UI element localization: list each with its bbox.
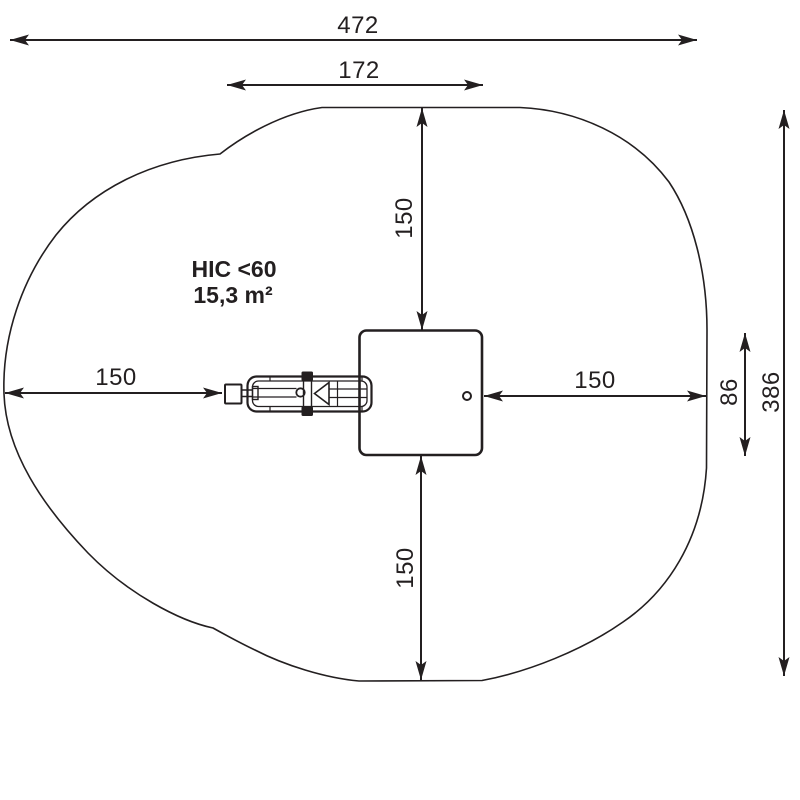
svg-text:472: 472	[337, 12, 379, 39]
equipment-pivot-circle	[295, 387, 306, 398]
svg-text:386: 386	[758, 371, 785, 413]
platform-post-hole	[462, 391, 472, 401]
safety-zone-outline	[3, 106, 708, 682]
equipment-seat-triangle	[313, 380, 330, 407]
svg-text:172: 172	[338, 57, 380, 84]
svg-text:150: 150	[392, 547, 419, 589]
equipment-head	[224, 383, 243, 405]
svg-text:150: 150	[95, 364, 137, 391]
equipment-body-inner	[251, 380, 368, 408]
hic-label: HIC <60	[191, 256, 276, 282]
dim-right-clearance: 150	[484, 367, 706, 402]
equipment-edge-ticks	[269, 376, 363, 412]
svg-text:150: 150	[391, 197, 418, 239]
dim-platform-offset: 86	[716, 333, 751, 456]
dim-equipment-width: 172	[227, 57, 483, 91]
equipment-right-channel	[329, 388, 367, 399]
dim-total-height: 386	[758, 110, 790, 676]
platform-square	[358, 329, 484, 457]
dim-bottom-clearance: 150	[392, 456, 427, 680]
dim-total-width: 472	[10, 12, 697, 46]
equipment-left-channel	[253, 387, 297, 398]
equipment-clamp-top	[301, 371, 313, 381]
equipment-top-view	[224, 371, 373, 416]
area-label: 15,3 m²	[193, 282, 273, 308]
svg-text:86: 86	[716, 378, 743, 406]
equipment-clamp-rails	[302, 377, 313, 411]
dim-top-clearance: 150	[391, 108, 428, 330]
dim-left-clearance: 150	[5, 364, 222, 399]
svg-text:150: 150	[574, 367, 616, 394]
equipment-clamp-bottom	[301, 406, 313, 416]
